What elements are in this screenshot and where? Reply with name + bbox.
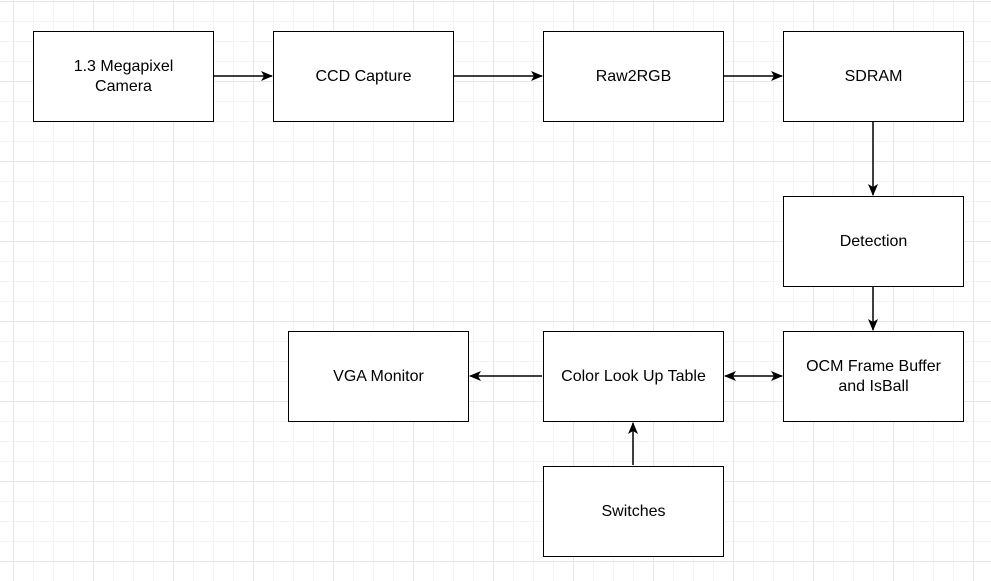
node-sdram[interactable]: SDRAM — [783, 31, 964, 122]
node-ocm-frame-buffer[interactable]: OCM Frame Buffer and IsBall — [783, 331, 964, 422]
node-ccd-capture-label: CCD Capture — [315, 67, 412, 85]
node-switches-label: Switches — [601, 502, 666, 520]
node-camera-label: 1.3 Megapixel Camera — [73, 57, 174, 95]
node-sdram-label: SDRAM — [844, 67, 903, 85]
node-ccd-capture[interactable]: CCD Capture — [273, 31, 454, 122]
node-ocm-frame-buffer-label: OCM Frame Buffer and IsBall — [806, 357, 941, 395]
node-detection-label: Detection — [839, 232, 908, 250]
node-vga-monitor[interactable]: VGA Monitor — [288, 331, 469, 422]
node-raw2rgb[interactable]: Raw2RGB — [543, 31, 724, 122]
node-color-lut-label: Color Look Up Table — [561, 367, 706, 385]
node-vga-monitor-label: VGA Monitor — [333, 367, 424, 385]
node-color-lut[interactable]: Color Look Up Table — [543, 331, 724, 422]
node-raw2rgb-label: Raw2RGB — [595, 67, 672, 85]
node-camera[interactable]: 1.3 Megapixel Camera — [33, 31, 214, 122]
node-detection[interactable]: Detection — [783, 196, 964, 287]
node-switches[interactable]: Switches — [543, 466, 724, 557]
